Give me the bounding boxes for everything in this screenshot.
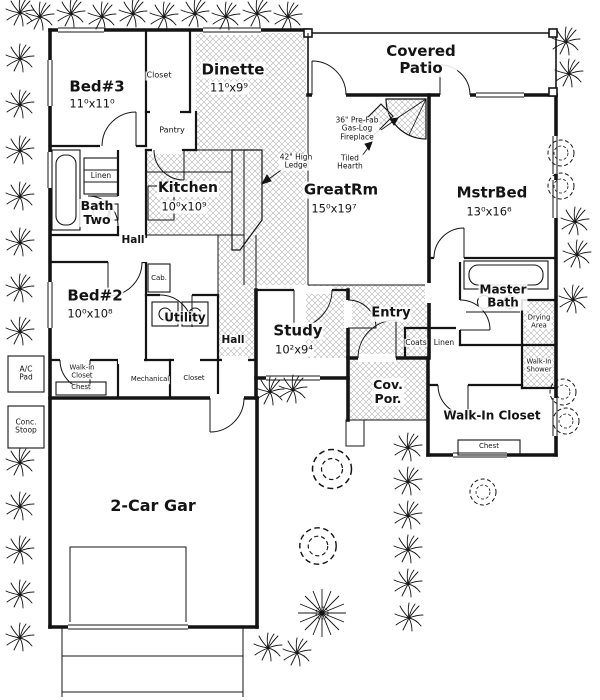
door-openings (60, 91, 470, 402)
room-label-master-bath: Master Bath (478, 282, 528, 311)
room-label-greatrm: GreatRm (302, 180, 380, 199)
palm-tree-icon (5, 579, 35, 609)
palm-tree-icon (393, 432, 423, 462)
palm-tree-icon (560, 206, 590, 236)
palm-tree-icon (5, 447, 35, 477)
room-label-entry: Entry (370, 305, 412, 322)
palm-tree-icon (393, 500, 423, 530)
label-mechanical: Mechanical (129, 375, 171, 384)
dims-label-study: 10²x9⁴ (274, 342, 314, 357)
room-label-mstrbed: MstrBed (455, 183, 529, 202)
palm-tree-icon (394, 602, 424, 632)
room-label-study: Study (272, 321, 324, 340)
ac-pad-box (7, 355, 45, 393)
label-fireplace: 36" Pre-Fab Gas-Log Fireplace (334, 115, 380, 142)
room-label-garage: 2-Car Gar (109, 496, 197, 516)
dims-label-greatrm: 15⁰x19⁷ (310, 201, 358, 216)
dims-label-kitchen: 10⁰x10⁹ (160, 199, 208, 214)
palm-tree-icon (558, 284, 588, 314)
palm-tree-icon (56, 0, 86, 28)
room-label-kitchen: Kitchen (156, 180, 220, 197)
palm-tree-icon (282, 637, 312, 667)
palm-tree-icon (393, 568, 423, 598)
label-walk-in-shower: Walk-In Shower (525, 357, 553, 374)
palm-tree-icon (5, 491, 35, 521)
garage-door (68, 622, 188, 632)
chest-left-box (55, 381, 107, 396)
palm-tree-icon (5, 227, 35, 257)
palm-tree-icon (5, 273, 35, 303)
label-drying-area: Drying Area (526, 313, 552, 330)
label-hall-lower: Hall (220, 334, 246, 347)
room-label-utility: Utility (163, 310, 207, 325)
room-label-bed3: Bed#3 (68, 77, 126, 96)
label-chest-left: Chest (70, 383, 92, 392)
palm-tree-icon (5, 181, 35, 211)
garage-door-track (69, 546, 187, 627)
palm-tree-icon (5, 43, 35, 73)
palm-tree-icon (25, 1, 55, 31)
label-closet-lower: Closet (182, 374, 206, 383)
cabinet (147, 263, 171, 293)
palm-tree-icon (554, 58, 584, 88)
chest-right-box (457, 439, 521, 456)
palm-tree-icon (273, 1, 303, 31)
label-cab: Cab. (150, 274, 168, 283)
linen-shelves (83, 157, 119, 195)
label-linen-lower: Linen (432, 337, 456, 348)
front-walk-step (345, 419, 365, 447)
label-walk-in-closet-small: Walk-in Closet (68, 363, 96, 380)
palm-tree-icon (5, 135, 35, 165)
palm-tree-icon (149, 1, 179, 31)
palm-tree-icon (393, 466, 423, 496)
bathtub (51, 149, 81, 231)
label-linen-upper: Linen (89, 170, 113, 181)
stoop-box (7, 405, 45, 449)
palm-tree-icon (118, 0, 148, 28)
label-high-ledge: 42" High Ledge (278, 152, 314, 171)
palm-tree-icon (180, 0, 210, 28)
room-label-walk-in-closet: Walk-In Closet (442, 408, 542, 423)
label-tiled-hearth: Tiled Hearth (336, 153, 364, 172)
room-label-bath-two: Bath Two (79, 198, 115, 227)
label-coats: Coats (404, 337, 428, 348)
shrub-burst-icon (297, 588, 347, 638)
bush-icon (311, 448, 353, 490)
room-label-bed2: Bed#2 (66, 286, 124, 305)
dims-label-bed3: 11⁰x11⁰ (68, 96, 116, 111)
label-conc-stoop: Conc. Stoop (14, 417, 38, 436)
bush-icon (299, 527, 337, 565)
bush-icon (469, 478, 497, 506)
palm-tree-icon (393, 534, 423, 564)
label-pantry: Pantry (158, 125, 186, 136)
room-label-dinette: Dinette (200, 60, 266, 79)
palm-tree-icon (5, 622, 35, 652)
label-chest-right: Chest (477, 442, 501, 451)
palm-tree-icon (242, 0, 272, 28)
dims-label-mstrbed: 13⁰x16⁶ (465, 204, 513, 219)
palm-tree-icon (5, 535, 35, 565)
kitchen-island-ledge (231, 149, 263, 251)
palm-tree-icon (5, 316, 35, 346)
windows (45, 25, 559, 632)
palm-tree-icon (253, 632, 283, 662)
label-hall-upper: Hall (120, 234, 146, 247)
room-label-covered-patio: Covered Patio (385, 42, 457, 77)
exterior-walls (48, 28, 558, 629)
dims-label-bed2: 10⁰x10⁸ (66, 306, 114, 321)
palm-tree-icon (5, 89, 35, 119)
room-label-cov-por: Cov. Por. (372, 377, 404, 406)
dims-label-dinette: 11⁰x9⁹ (209, 80, 249, 95)
annotation-arrows (261, 117, 399, 185)
palm-tree-icon (562, 239, 592, 269)
label-ac-pad: A/C Pad (18, 364, 34, 383)
label-closet-top: Closet (145, 70, 173, 81)
